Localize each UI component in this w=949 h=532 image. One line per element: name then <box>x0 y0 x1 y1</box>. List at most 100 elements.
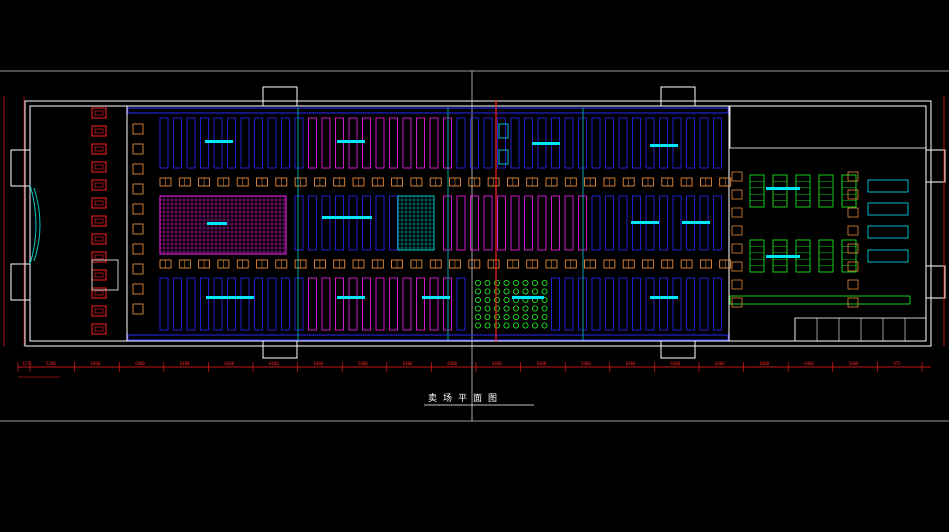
shelf-unit <box>173 117 182 169</box>
right-column-window <box>847 189 859 200</box>
dimension-label: 6400 <box>492 361 502 366</box>
inner-wall <box>29 105 927 342</box>
dimension-label: 875 <box>893 361 901 366</box>
wall-shelf-top <box>127 107 729 114</box>
deli-counter <box>729 295 911 305</box>
dimension-label: 6400 <box>180 361 190 366</box>
shelf-unit <box>564 195 574 251</box>
left-column-window <box>132 243 144 255</box>
produce-rack <box>841 239 857 273</box>
shelf-unit <box>375 117 385 169</box>
shelf-unit <box>294 117 304 169</box>
right-column-window <box>847 207 859 218</box>
left-column-window <box>132 123 144 135</box>
right-column-window <box>731 243 743 254</box>
shelf-unit <box>375 195 385 251</box>
category-label-bar <box>207 222 227 225</box>
produce-rack <box>818 239 834 273</box>
checkout-fixture-inner <box>94 272 104 278</box>
checkout-fixture-inner <box>94 128 104 134</box>
shelf-unit <box>524 195 533 251</box>
checkout-fixture-inner <box>94 290 104 296</box>
shelf-unit <box>308 195 317 251</box>
shelf-unit <box>240 277 250 331</box>
shelf-unit <box>510 195 520 251</box>
category-label-bar <box>322 216 372 219</box>
left-column-window <box>132 163 144 175</box>
door-bottom-left <box>262 340 298 359</box>
produce-rack <box>818 174 834 208</box>
produce-bin <box>532 322 539 329</box>
right-column-window <box>731 261 743 272</box>
checkout-fixture-inner <box>94 182 104 188</box>
checkout-fixture <box>91 179 107 191</box>
category-label-bar <box>766 187 800 190</box>
checkout-fixture-inner <box>94 308 104 314</box>
shelf-unit <box>510 117 520 169</box>
produce-bin <box>474 296 481 303</box>
dimension-label: 6400 <box>626 361 636 366</box>
produce-bin <box>484 288 491 295</box>
checkout-fixture <box>91 197 107 209</box>
shelf-unit <box>335 277 344 331</box>
produce-bin <box>503 322 510 329</box>
shelf-unit <box>618 117 628 169</box>
shelf-unit <box>308 277 317 331</box>
right-column-window <box>847 261 859 272</box>
produce-bin <box>522 279 529 286</box>
shelf-unit <box>227 277 236 331</box>
shelf-unit <box>402 277 412 331</box>
entrance-ramp <box>29 184 37 265</box>
drawing-frame <box>0 70 949 422</box>
category-label-bar <box>512 296 544 299</box>
shelf-unit <box>497 195 506 251</box>
produce-bin <box>532 305 539 312</box>
dimension-label: 1275 <box>22 361 32 366</box>
shelf-unit <box>456 277 466 331</box>
produce-bin <box>503 313 510 320</box>
shelf-unit <box>632 277 641 331</box>
entrance-right-top <box>925 149 946 183</box>
wall-shelf-bottom <box>127 334 729 341</box>
shelf-unit <box>591 277 601 331</box>
produce-bin <box>541 305 548 312</box>
checkout-fixture-inner <box>94 218 104 224</box>
dimension-label: 6400 <box>760 361 770 366</box>
produce-bin <box>513 313 520 320</box>
category-label-bar <box>650 296 678 299</box>
left-column-window <box>132 263 144 275</box>
produce-bin <box>541 296 548 303</box>
right-column-window <box>847 243 859 254</box>
produce-bin <box>503 279 510 286</box>
dimension-label: 6400 <box>537 361 547 366</box>
dimension-label: 6400 <box>314 361 324 366</box>
building-outline <box>10 86 946 359</box>
checkout-fixture-inner <box>94 110 104 116</box>
shelf-unit <box>686 277 695 331</box>
shelf-unit <box>672 117 682 169</box>
axis-layer <box>297 100 584 342</box>
left-column-window <box>132 203 144 215</box>
produce-bin <box>532 279 539 286</box>
dimension-label: 6400 <box>804 361 814 366</box>
checkout-fixture-inner <box>94 254 104 260</box>
produce-bin <box>484 305 491 312</box>
right-column-window <box>731 279 743 290</box>
shelf-unit <box>618 277 628 331</box>
shelf-unit <box>551 277 560 331</box>
shelf-unit <box>213 277 223 331</box>
dimension-label: 6400 <box>447 361 457 366</box>
shelf-unit <box>443 195 452 251</box>
shelf-unit <box>267 277 277 331</box>
produce-bin <box>474 313 481 320</box>
column-layer <box>159 177 732 269</box>
category-label-bar <box>337 140 365 143</box>
produce-bin <box>493 313 500 320</box>
checkout-fixture <box>91 323 107 335</box>
produce-bin <box>503 305 510 312</box>
shelf-unit <box>605 277 614 331</box>
shelf-unit <box>551 195 560 251</box>
produce-bin <box>522 288 529 295</box>
shelf-unit <box>443 277 452 331</box>
